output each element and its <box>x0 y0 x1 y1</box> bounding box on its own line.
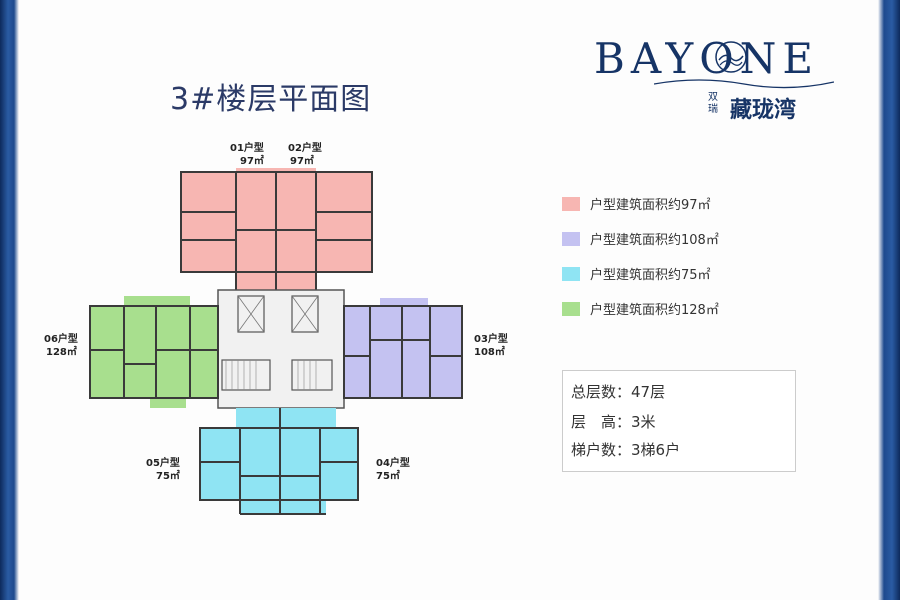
unit-06-plan <box>89 296 219 408</box>
logo-wordmark: BAYONE <box>594 34 820 83</box>
unit-label-02: 02户型 97㎡ <box>288 143 322 167</box>
legend-swatch <box>562 266 580 281</box>
legend-item-75: 户型建筑面积约75㎡ <box>562 256 719 291</box>
legend-swatch <box>562 231 580 246</box>
logo-developer-mark: 双瑞 <box>708 92 718 115</box>
logo-wave-line <box>654 79 834 89</box>
building-info-box: 总层数：47层 层 高：3米 梯户数：3梯6户 <box>562 370 796 472</box>
unit-label-06: 06户型 128㎡ <box>44 334 78 358</box>
elevator-ratio: 梯户数：3梯6户 <box>571 441 681 459</box>
unit-label-03: 03户型 108㎡ <box>474 334 508 358</box>
legend-swatch <box>562 301 580 316</box>
legend-item-108: 户型建筑面积约108㎡ <box>562 221 719 256</box>
core-stair-elevator <box>217 289 345 409</box>
unit-04-05-plan <box>199 408 359 515</box>
unit-01-02-plan <box>180 168 373 294</box>
unit-label-04: 04户型 75㎡ <box>376 458 410 482</box>
legend-swatch <box>562 196 580 211</box>
floor-height: 层 高：3米 <box>571 413 656 431</box>
page-title: 3#楼层平面图 <box>170 82 372 117</box>
unit-label-01: 01户型 97㎡ <box>230 143 264 167</box>
area-legend: 户型建筑面积约97㎡ 户型建筑面积约108㎡ 户型建筑面积约75㎡ 户型建筑面积… <box>562 186 719 326</box>
total-floors: 总层数：47层 <box>571 383 666 401</box>
unit-03-plan <box>343 298 463 399</box>
wave-emblem-icon <box>715 41 747 73</box>
legend-item-128: 户型建筑面积约128㎡ <box>562 291 719 326</box>
logo-project-name: 藏珑湾 <box>730 98 797 123</box>
brand-logo: BAYONE 双瑞 藏珑湾 <box>594 34 834 124</box>
unit-label-05: 05户型 75㎡ <box>146 458 180 482</box>
legend-item-97: 户型建筑面积约97㎡ <box>562 186 719 221</box>
